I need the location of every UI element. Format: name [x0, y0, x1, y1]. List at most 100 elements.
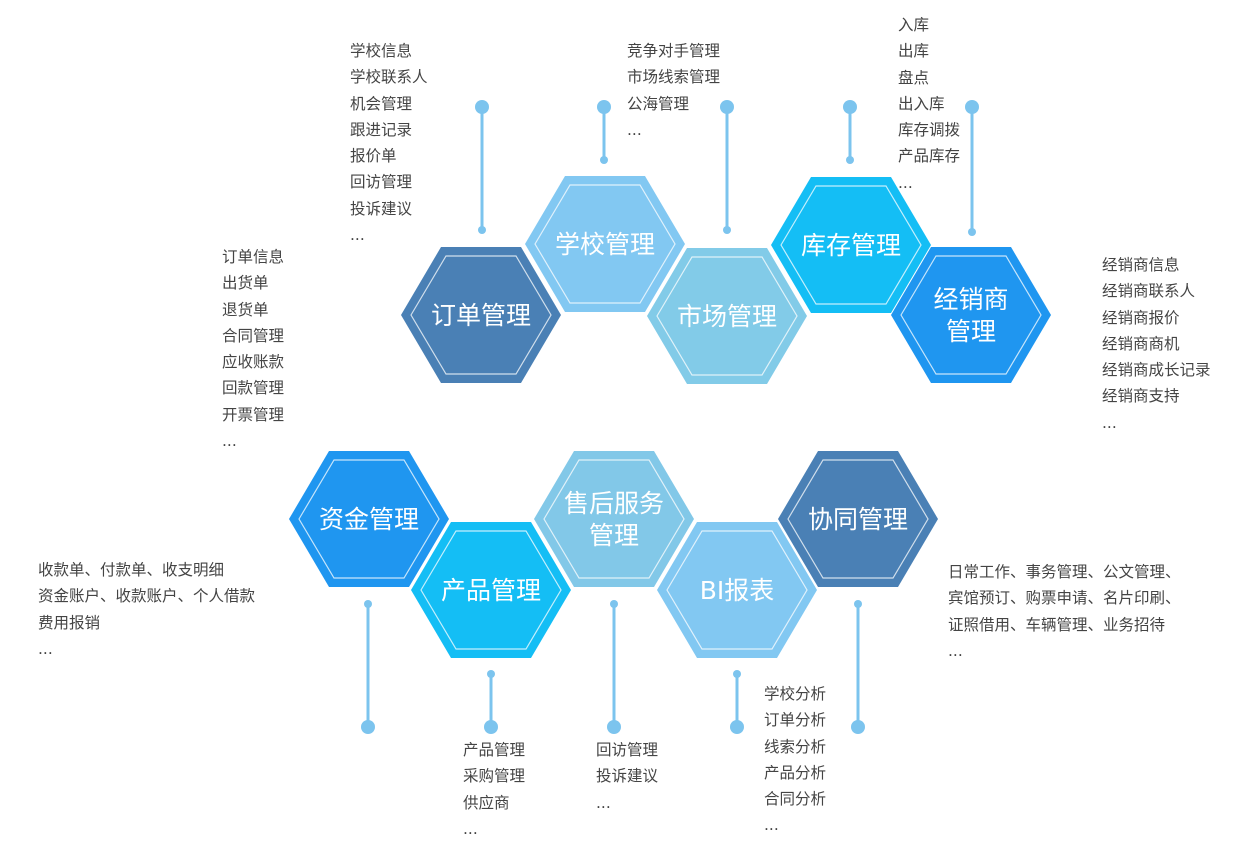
hexagon-product: 产品管理	[411, 522, 571, 658]
feature-list-item: 合同管理	[222, 326, 285, 345]
hexagon-school-inner-border	[534, 184, 676, 304]
feature-list-item: ...	[222, 432, 237, 451]
connector-dot	[730, 720, 744, 734]
connector-dot-small	[723, 226, 731, 234]
connector-dot-small	[478, 226, 486, 234]
feature-list-item: 市场线索管理	[627, 68, 721, 87]
feature-list-item: 学校信息	[350, 42, 413, 60]
hexagon-service-title: 管理	[589, 521, 639, 550]
feature-list-item: 报价单	[350, 147, 397, 166]
hexagon-fund-shape	[289, 451, 449, 587]
connector-dot-small	[610, 600, 618, 608]
feature-list-item: 回款管理	[222, 379, 285, 398]
feature-list-item: 费用报销	[38, 613, 101, 632]
dealer-feature-list: 经销商信息经销商联系人经销商报价经销商商机经销商成长记录经销商支持...	[1102, 252, 1211, 436]
feature-list-item: 竞争对手管理	[627, 42, 721, 60]
feature-list-item: 宾馆预订、购票申请、名片印刷、	[948, 589, 1181, 608]
feature-list-item: 证照借用、车辆管理、业务招待	[948, 615, 1166, 634]
feature-list-item: ...	[948, 641, 963, 660]
connector-dot-small	[600, 156, 608, 164]
feature-list-item: 投诉建议	[350, 199, 413, 218]
feature-list-item: 出入库	[898, 94, 945, 113]
feature-list-item: 回访管理	[350, 173, 413, 192]
collab-feature-list: 日常工作、事务管理、公文管理、宾馆预订、购票申请、名片印刷、证照借用、车辆管理、…	[948, 559, 1181, 664]
hexagon-group: 学校管理市场管理订单管理库存管理经销商管理售后服务管理资金管理产品管理协同管理B…	[289, 176, 1051, 658]
fund-feature-list: 收款单、付款单、收支明细资金账户、收款账户、个人借款费用报销...	[38, 557, 255, 662]
feature-list-item: 资金账户、收款账户、个人借款	[38, 587, 256, 606]
hexagon-product-title: 产品管理	[441, 576, 541, 605]
connector-dot-small	[846, 156, 854, 164]
connector-dot-small	[968, 228, 976, 236]
feature-list-item: 开票管理	[222, 405, 285, 424]
feature-list-item: ...	[350, 226, 365, 245]
feature-list-item: 经销商商机	[1102, 334, 1180, 353]
feature-list-item: 跟进记录	[350, 120, 413, 139]
hexagon-order-inner-border	[410, 255, 552, 375]
feature-list-item: 入库	[898, 16, 930, 34]
feature-list-item: 产品分析	[764, 763, 827, 782]
feature-list-item: ...	[463, 819, 478, 838]
feature-list-item: 学校联系人	[350, 68, 428, 87]
inventory-feature-list: 入库出库盘点出入库库存调拨产品库存...	[898, 12, 960, 196]
hexagon-service-shape	[534, 451, 694, 587]
hexagon-collab-title: 协同管理	[808, 505, 908, 534]
connector-dot	[475, 100, 489, 114]
hexagon-dealer-shape	[891, 247, 1051, 383]
feature-list-item: ...	[38, 639, 53, 658]
hexagon-market-title: 市场管理	[677, 302, 777, 331]
hexagon-school: 学校管理	[525, 176, 685, 312]
hexagon-order-title: 订单管理	[431, 301, 531, 330]
connector-dot-small	[487, 670, 495, 678]
hexagon-inventory-shape	[771, 177, 931, 313]
connector-dot	[484, 720, 498, 734]
feature-list-item: 退货单	[222, 300, 269, 319]
hexagon-school-title: 学校管理	[555, 230, 655, 259]
feature-list-item: 日常工作、事务管理、公文管理、	[948, 563, 1181, 581]
hexagon-collab-shape	[778, 451, 938, 587]
hexagon-dealer-title: 经销商	[933, 285, 1008, 314]
order-feature-list: 订单信息出货单退货单合同管理应收账款回款管理开票管理...	[222, 244, 284, 454]
hexagon-bi-shape	[657, 522, 817, 658]
hexagon-product-shape	[411, 522, 571, 658]
feature-list-item: 经销商联系人	[1102, 282, 1196, 301]
connectors	[361, 100, 979, 734]
feature-list-item: 盘点	[898, 68, 930, 87]
hexagon-school-shape	[525, 176, 685, 312]
hexagon-market-shape	[647, 248, 807, 384]
feature-list-item: 经销商报价	[1102, 308, 1180, 327]
feature-list-item: 出货单	[222, 274, 269, 293]
feature-list-item: 公海管理	[627, 94, 690, 113]
hexagon-bi-inner-border	[666, 530, 808, 650]
hexagon-order-shape	[401, 247, 561, 383]
feature-list-item: ...	[898, 173, 913, 192]
connector-dot-small	[854, 600, 862, 608]
feature-list-item: 产品库存	[898, 147, 961, 166]
feature-list-item: 经销商信息	[1102, 256, 1180, 274]
hexagon-fund-title: 资金管理	[319, 505, 419, 534]
feature-list-item: 出库	[898, 42, 930, 61]
hexagon-inventory-title: 库存管理	[801, 231, 901, 260]
feature-list-item: 经销商支持	[1102, 387, 1180, 406]
feature-list-item: 订单分析	[764, 711, 827, 730]
school-feature-list: 学校信息学校联系人机会管理跟进记录报价单回访管理投诉建议...	[350, 38, 428, 248]
feature-list-item: 投诉建议	[596, 767, 659, 786]
hexagon-inventory: 库存管理	[771, 177, 931, 313]
hexagon-market: 市场管理	[647, 248, 807, 384]
feature-list-item: ...	[627, 120, 642, 139]
feature-list-item: 产品管理	[463, 741, 526, 759]
feature-list-item: ...	[1102, 413, 1117, 432]
hexagon-product-inner-border	[420, 530, 562, 650]
connector-dot	[965, 100, 979, 114]
hexagon-fund-inner-border	[298, 459, 440, 579]
feature-list-item: 供应商	[463, 793, 510, 812]
hexagon-bi: BI报表	[657, 522, 817, 658]
connector-dot	[361, 720, 375, 734]
hexagon-bi-title: BI报表	[700, 576, 775, 605]
feature-list-item: 收款单、付款单、收支明细	[38, 561, 225, 579]
feature-list-item: 机会管理	[350, 94, 413, 113]
hexagon-market-inner-border	[656, 256, 798, 376]
feature-list-item: 合同分析	[764, 790, 827, 809]
